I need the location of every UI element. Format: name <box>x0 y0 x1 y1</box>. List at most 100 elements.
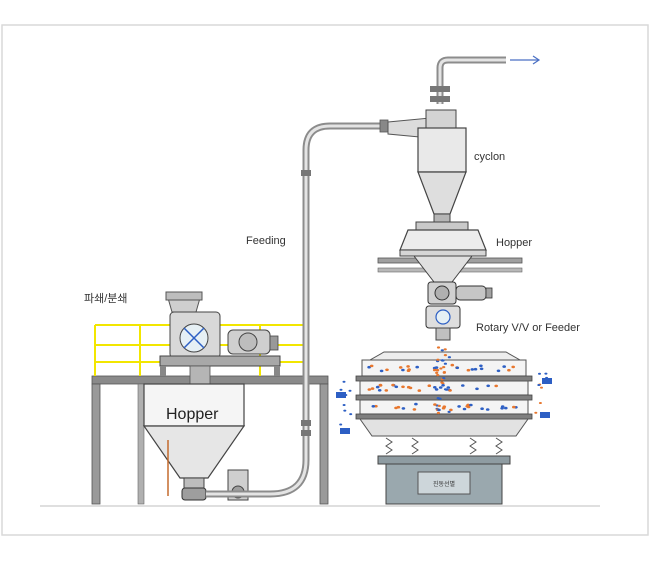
particle <box>371 405 376 408</box>
particle <box>461 384 465 387</box>
particle <box>436 374 440 377</box>
label-crusher: 파쇄/분쇄 <box>84 292 128 305</box>
particle <box>394 406 398 410</box>
particle <box>415 365 420 369</box>
particle <box>480 407 484 411</box>
particle <box>367 388 372 391</box>
cyclone <box>387 56 506 223</box>
particle <box>342 380 346 383</box>
arrow-right-icon <box>510 55 541 65</box>
particle <box>348 389 352 392</box>
particle <box>394 385 399 389</box>
particle <box>414 402 418 406</box>
particle <box>443 348 447 351</box>
main-hopper <box>142 383 246 501</box>
particle <box>537 384 541 386</box>
conveying-pipe <box>206 119 390 498</box>
particle <box>391 383 395 387</box>
receiving-hopper <box>377 221 523 283</box>
particle <box>504 406 508 410</box>
particle <box>486 384 491 388</box>
particle <box>485 408 490 411</box>
particle <box>435 371 439 374</box>
label-sieve-panel: 진동선별 <box>433 480 455 488</box>
particle <box>439 367 443 370</box>
particle <box>339 423 343 426</box>
particle <box>441 359 445 362</box>
particle <box>502 365 507 368</box>
particle <box>511 365 515 369</box>
particle <box>343 409 347 412</box>
particle <box>434 366 439 369</box>
material-particles <box>339 346 549 426</box>
particle <box>545 376 549 379</box>
particle <box>446 386 451 389</box>
particle <box>339 388 343 391</box>
particle <box>540 386 543 389</box>
particle <box>470 368 475 371</box>
particle <box>449 408 453 412</box>
particle <box>398 366 403 369</box>
particle <box>494 384 499 388</box>
particle <box>443 388 448 391</box>
particle <box>457 405 461 408</box>
rotary-valve <box>425 281 493 341</box>
vibrating-sieve <box>336 351 552 505</box>
particle <box>507 368 511 372</box>
particle <box>378 384 383 387</box>
particle <box>437 404 441 407</box>
particle <box>538 402 542 404</box>
particle <box>544 372 548 375</box>
particle <box>500 407 504 410</box>
particle <box>442 371 446 374</box>
particle <box>475 387 479 391</box>
particle <box>369 364 374 368</box>
particle <box>455 366 460 370</box>
diagram-border <box>1 24 649 536</box>
particle <box>434 388 439 391</box>
particle <box>367 365 371 369</box>
particle <box>401 407 406 410</box>
label-hopper-main: Hopper <box>166 406 219 423</box>
particle <box>379 369 384 373</box>
particle <box>377 389 382 392</box>
particle <box>401 385 405 389</box>
particle <box>440 349 444 352</box>
particle <box>473 367 478 371</box>
particle <box>412 408 417 411</box>
particle <box>447 410 451 413</box>
particle <box>479 364 483 368</box>
particle <box>442 366 446 369</box>
particle <box>443 362 447 365</box>
particle <box>417 389 422 392</box>
particle <box>443 354 447 357</box>
particle <box>442 377 446 380</box>
particle <box>433 386 437 389</box>
particle <box>441 384 445 387</box>
particle <box>438 386 443 389</box>
particle <box>349 413 353 416</box>
particle <box>433 403 437 406</box>
particle <box>436 397 440 400</box>
particle <box>450 363 455 367</box>
particle <box>384 389 389 392</box>
label-rotary-valve: Rotary V/V or Feeder <box>476 322 580 334</box>
label-hopper-top: Hopper <box>496 237 532 249</box>
particle <box>427 384 432 388</box>
particle <box>534 411 538 414</box>
particle <box>437 408 441 412</box>
particle <box>370 387 375 390</box>
label-feeding: Feeding <box>246 235 286 247</box>
particle <box>435 368 440 372</box>
particle <box>440 381 444 384</box>
label-cyclone: cyclon <box>474 151 505 163</box>
particle <box>344 394 348 396</box>
particle <box>406 385 411 389</box>
particle <box>448 389 452 392</box>
particle <box>466 368 471 372</box>
particle <box>436 411 440 415</box>
particle <box>512 405 516 409</box>
particle <box>466 403 470 407</box>
particle <box>469 403 473 407</box>
particle <box>375 385 380 389</box>
